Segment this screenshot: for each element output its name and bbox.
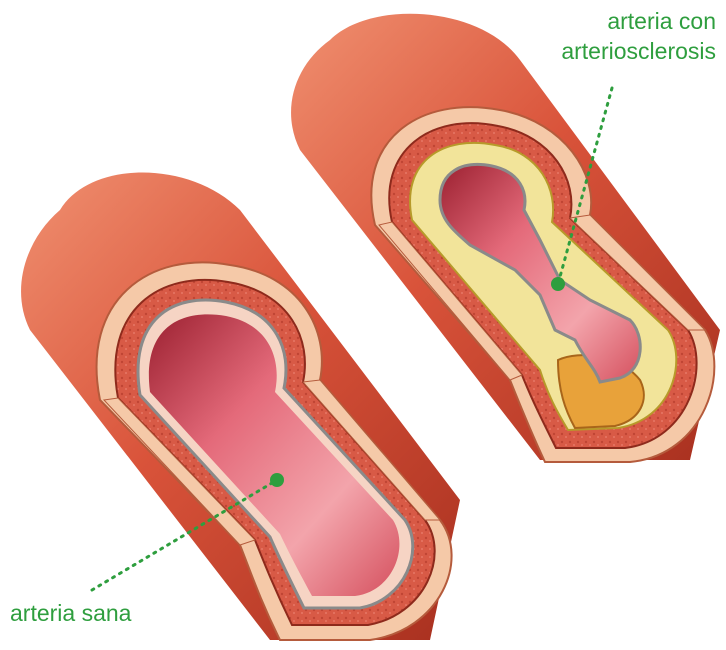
diseased-marker-dot [551,277,565,291]
diseased-label-line1: arteria con [561,6,716,36]
healthy-artery-label: arteria sana [10,598,131,628]
diseased-artery-label: arteria con arteriosclerosis [561,6,716,66]
healthy-marker-dot [270,473,284,487]
diseased-label-line2: arteriosclerosis [561,36,716,66]
